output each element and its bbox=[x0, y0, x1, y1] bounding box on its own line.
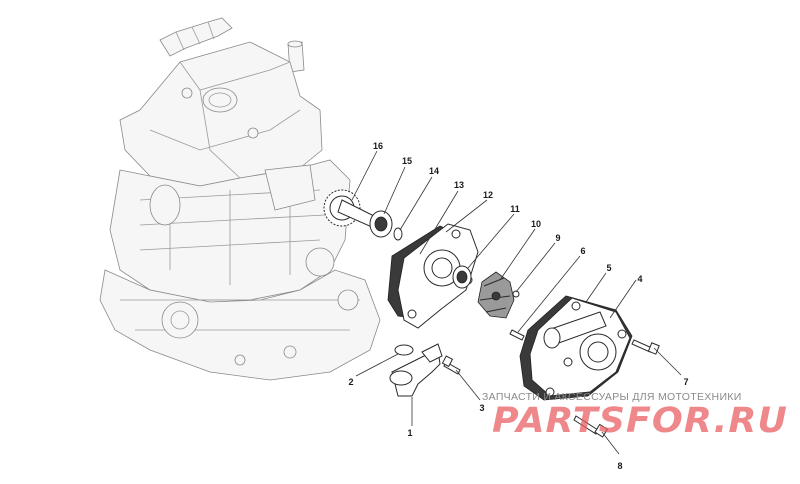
seal-part-11 bbox=[452, 265, 472, 289]
callout-7: 7 bbox=[683, 377, 688, 387]
callout-5: 5 bbox=[606, 263, 611, 273]
callout-9: 9 bbox=[555, 233, 560, 243]
bolt-part-3 bbox=[441, 355, 461, 375]
watermark-brand: PARTSFOR.RU bbox=[492, 401, 788, 441]
o-ring-part-2 bbox=[394, 344, 414, 356]
callout-16: 16 bbox=[373, 141, 383, 151]
engine-block bbox=[99, 17, 381, 381]
callout-4: 4 bbox=[637, 274, 642, 284]
watermark: ЗАПЧАСТИ И АКСЕССУАРЫ ДЛЯ МОТОТЕХНИКИ PA… bbox=[482, 391, 788, 441]
callout-3: 3 bbox=[479, 403, 484, 413]
callout-1: 1 bbox=[407, 428, 412, 438]
washer-part-9 bbox=[512, 290, 520, 298]
watermark-subtitle: ЗАПЧАСТИ И АКСЕССУАРЫ ДЛЯ МОТОТЕХНИКИ bbox=[482, 391, 742, 403]
circlip-part-14 bbox=[393, 227, 403, 241]
callout-8: 8 bbox=[617, 461, 622, 471]
callout-labels: 1 2 3 4 5 6 7 8 9 10 11 12 13 14 15 16 bbox=[348, 141, 688, 471]
callout-15: 15 bbox=[402, 156, 412, 166]
bolt-part-8 bbox=[573, 415, 609, 438]
callout-14: 14 bbox=[429, 166, 439, 176]
parts-group bbox=[337, 199, 660, 438]
elbow-fitting-part-1 bbox=[389, 343, 443, 397]
callout-13: 13 bbox=[454, 180, 464, 190]
callout-12: 12 bbox=[483, 190, 493, 200]
bearing-part-15 bbox=[369, 210, 393, 238]
callout-2: 2 bbox=[348, 377, 353, 387]
impeller-part-10 bbox=[477, 271, 515, 319]
callout-11: 11 bbox=[510, 204, 520, 214]
bolt-part-7 bbox=[631, 339, 660, 355]
callout-10: 10 bbox=[531, 219, 541, 229]
leader-lines bbox=[351, 150, 682, 455]
callout-6: 6 bbox=[580, 246, 585, 256]
pin-part-6 bbox=[509, 329, 525, 341]
pump-cover-part-4 bbox=[529, 297, 631, 397]
